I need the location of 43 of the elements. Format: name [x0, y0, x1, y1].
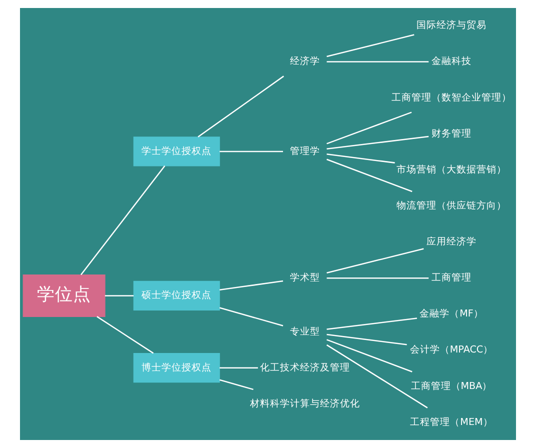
node-box: 学士学位授权点: [132, 136, 220, 166]
connector: [326, 339, 412, 372]
node-text: 财务管理: [430, 128, 471, 140]
node-text: 应用经济学: [426, 236, 476, 248]
node-text: 金融学（MF）: [419, 308, 483, 320]
connector: [326, 318, 417, 330]
connector: [326, 61, 428, 62]
node-text: 物流管理（供应链方向）: [396, 200, 506, 212]
node-text: 学术型: [289, 272, 320, 284]
connector: [326, 112, 412, 144]
connector: [219, 280, 283, 290]
node-text: 工程管理（MEM）: [410, 416, 492, 428]
connector: [326, 136, 428, 150]
connector: [326, 344, 428, 408]
node-text: 工商管理（MBA）: [410, 380, 492, 392]
node-text: 会计学（MPACC）: [409, 344, 493, 356]
connector: [80, 166, 165, 276]
node-text: 管理学: [289, 146, 320, 157]
node-text: 经济学: [289, 56, 320, 68]
node-text: 专业型: [289, 326, 320, 338]
connector: [326, 334, 406, 346]
connector: [219, 150, 283, 152]
connector: [96, 316, 154, 354]
connector: [326, 154, 394, 164]
node-text: 国际经济与贸易: [416, 20, 486, 32]
node-box: 博士学位授权点: [132, 353, 220, 383]
node-text: 工商管理: [430, 272, 471, 284]
connector: [326, 34, 414, 58]
node-text: 市场营销（大数据营销）: [396, 164, 506, 176]
connector: [218, 379, 253, 390]
node-text: 化工技术经济及管理: [259, 362, 350, 374]
connector: [218, 307, 283, 326]
node-text: 材料科学计算与经济优化: [249, 398, 360, 410]
connector: [104, 295, 134, 296]
node-text: 工商管理（数智企业管理）: [390, 92, 511, 104]
connector: [326, 277, 428, 279]
connector: [326, 158, 412, 192]
node-box: 学位点: [22, 274, 105, 317]
connector: [197, 76, 284, 138]
node-box: 硕士学位授权点: [132, 280, 220, 311]
connector: [326, 248, 424, 274]
connector: [219, 367, 258, 368]
node-text: 金融科技: [430, 56, 471, 68]
